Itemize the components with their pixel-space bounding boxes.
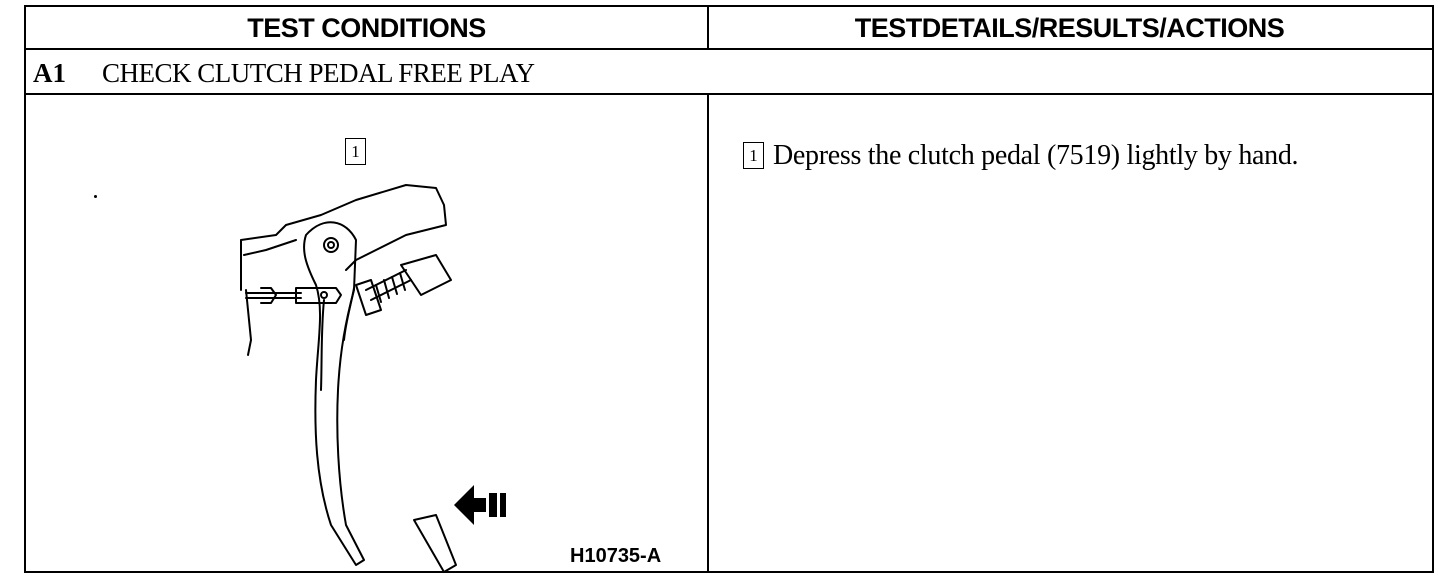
step-title-row: A1 CHECK CLUTCH PEDAL FREE PLAY (26, 50, 1432, 95)
figure-callout-box: 1 (345, 138, 366, 165)
diagnostic-table: TEST CONDITIONS TESTDETAILS/RESULTS/ACTI… (24, 5, 1434, 573)
instruction-callout-box: 1 (743, 142, 764, 169)
step-title: CHECK CLUTCH PEDAL FREE PLAY (102, 58, 535, 88)
instruction-text: Depress the clutch pedal (7519) lightly … (773, 140, 1299, 171)
step-body-row: 1 (26, 95, 1432, 573)
scan-speck (94, 195, 97, 198)
test-conditions-header: TEST CONDITIONS (26, 7, 709, 48)
step-id: A1 (33, 58, 66, 88)
test-details-header: TESTDETAILS/RESULTS/ACTIONS (854, 13, 1285, 43)
push-arrow-icon (454, 485, 506, 525)
table-header-row: TEST CONDITIONS TESTDETAILS/RESULTS/ACTI… (26, 7, 1432, 50)
test-conditions-cell: 1 (26, 95, 709, 573)
test-details-cell: 1 Depress the clutch pedal (7519) lightl… (709, 95, 1432, 571)
figure-id: H10735-A (570, 545, 662, 567)
clutch-pedal-illustration-icon (240, 184, 506, 573)
